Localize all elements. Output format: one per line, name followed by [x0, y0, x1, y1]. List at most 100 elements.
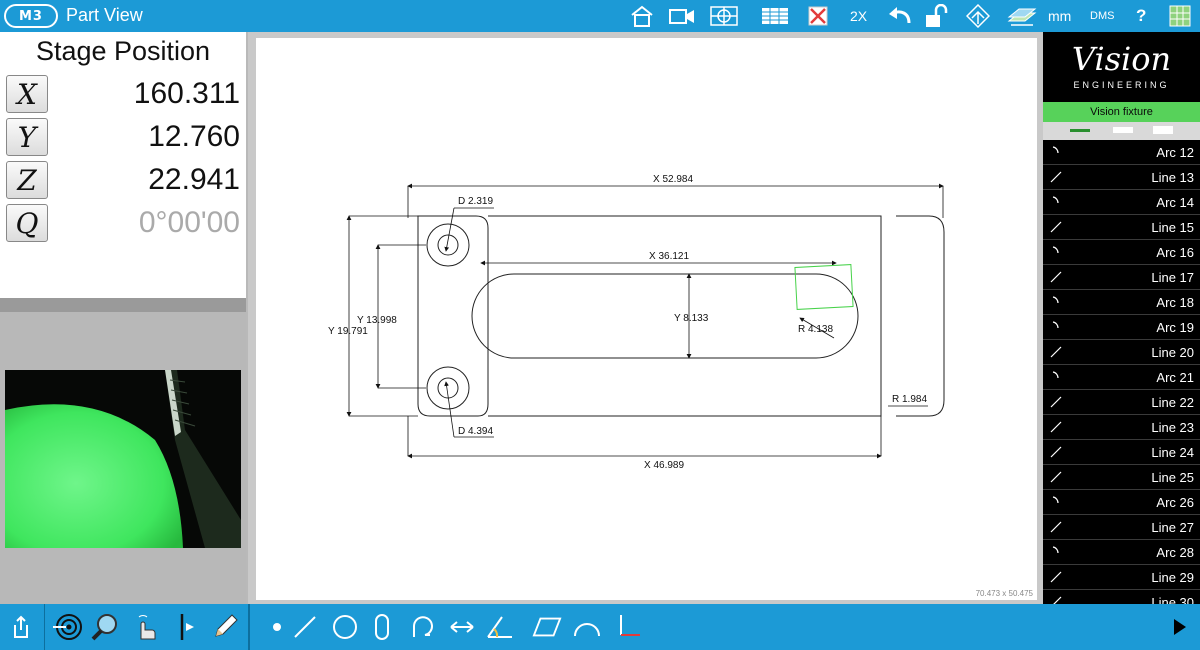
clear-icon[interactable]: [806, 4, 830, 28]
stage-position-title: Stage Position: [35, 36, 211, 66]
line-icon: [1049, 395, 1063, 409]
home-icon[interactable]: [628, 4, 656, 28]
point-tool-icon[interactable]: [262, 612, 292, 642]
pencil-icon[interactable]: [210, 612, 240, 642]
feature-panel: Vision ENGINEERING Vision fixture Arc 12…: [1043, 32, 1200, 604]
origin-tool-icon[interactable]: [612, 612, 642, 642]
dim-x-slot[interactable]: X 36.121: [649, 251, 689, 262]
feature-item[interactable]: Line 15: [1043, 215, 1200, 240]
line-icon: [1049, 220, 1063, 234]
part-drawing: X 52.984 X 46.989 X 36.121 Y 19.791 Y 13…: [328, 174, 945, 471]
report-table-icon[interactable]: [760, 4, 790, 28]
edge-tool-icon[interactable]: [170, 612, 200, 642]
feature-item[interactable]: Line 22: [1043, 390, 1200, 415]
axis-q-button[interactable]: Q: [6, 204, 48, 242]
line-icon: [1049, 420, 1063, 434]
feature-item-label: Arc 28: [1156, 545, 1194, 560]
video-camera-icon[interactable]: [667, 4, 697, 28]
dim-x-overall[interactable]: X 52.984: [653, 174, 693, 185]
stage-position-panel: Stage Position X 160.311 Y 12.760 Z 22.9…: [0, 32, 246, 298]
brand-logo: Vision ENGINEERING: [1043, 32, 1200, 102]
feature-item-label: Line 15: [1151, 220, 1194, 235]
feature-item[interactable]: Arc 16: [1043, 240, 1200, 265]
feature-view-tabs: [1043, 122, 1200, 140]
feature-item[interactable]: Line 30: [1043, 590, 1200, 604]
arch-tool-icon[interactable]: [572, 612, 602, 642]
app-logo[interactable]: M3: [4, 4, 58, 28]
export-icon[interactable]: [6, 612, 36, 642]
axis-q-value: 0°00'00: [138, 206, 240, 239]
feature-item[interactable]: Arc 19: [1043, 315, 1200, 340]
parallelogram-tool-icon[interactable]: [532, 612, 562, 642]
grid-icon[interactable]: [1168, 4, 1192, 28]
feature-item-label: Line 24: [1151, 445, 1194, 460]
axis-row-q: Q 0°00'00: [0, 204, 246, 244]
slot-tool-icon[interactable]: [367, 612, 397, 642]
datum-icon[interactable]: [965, 4, 991, 28]
selection-box[interactable]: [794, 264, 854, 310]
layers-icon[interactable]: [1006, 4, 1038, 28]
arc-icon: [1049, 245, 1063, 259]
play-icon[interactable]: [1164, 612, 1194, 642]
line-tool-icon[interactable]: [290, 612, 320, 642]
circle-tool-icon[interactable]: [330, 612, 360, 642]
feature-item[interactable]: Line 20: [1043, 340, 1200, 365]
zoom-level[interactable]: 2X: [850, 8, 868, 24]
dim-y-slot[interactable]: Y 8.133: [674, 313, 709, 324]
dim-r-corner[interactable]: R 1.984: [892, 394, 927, 405]
feature-item[interactable]: Line 29: [1043, 565, 1200, 590]
undo-icon[interactable]: [886, 4, 914, 28]
feature-item[interactable]: Line 13: [1043, 165, 1200, 190]
feature-item[interactable]: Arc 26: [1043, 490, 1200, 515]
feature-item[interactable]: Line 17: [1043, 265, 1200, 290]
dim-x-body[interactable]: X 46.989: [644, 460, 684, 471]
arc-icon: [1049, 545, 1063, 559]
tab-compact-view[interactable]: [1113, 127, 1133, 133]
distance-tool-icon[interactable]: [447, 612, 477, 642]
live-camera-view[interactable]: [5, 370, 241, 548]
feature-item[interactable]: Line 27: [1043, 515, 1200, 540]
line-icon: [1049, 345, 1063, 359]
feature-item-label: Line 13: [1151, 170, 1194, 185]
feature-item[interactable]: Arc 28: [1043, 540, 1200, 565]
part-view-frame: X 52.984 X 46.989 X 36.121 Y 19.791 Y 13…: [248, 32, 1043, 604]
angle-format-toggle[interactable]: DMS: [1090, 10, 1115, 22]
feature-item[interactable]: Line 23: [1043, 415, 1200, 440]
feature-item[interactable]: Arc 14: [1043, 190, 1200, 215]
magnifier-icon[interactable]: [90, 612, 120, 642]
tab-list-view[interactable]: [1070, 129, 1090, 132]
touch-probe-icon[interactable]: [130, 612, 160, 642]
units-toggle[interactable]: mm: [1048, 8, 1072, 24]
feature-item-label: Line 17: [1151, 270, 1194, 285]
axis-x-button[interactable]: X: [6, 75, 48, 113]
feature-item[interactable]: Arc 12: [1043, 140, 1200, 165]
dim-y-holes[interactable]: Y 13.998: [357, 315, 397, 326]
angle-tool-icon[interactable]: [485, 612, 515, 642]
feature-item-label: Line 23: [1151, 420, 1194, 435]
axis-row-y: Y 12.760: [0, 118, 246, 158]
arc-icon: [1049, 370, 1063, 384]
feature-item[interactable]: Line 24: [1043, 440, 1200, 465]
target-icon[interactable]: [52, 612, 82, 642]
toolbar-divider: [248, 604, 250, 650]
arc-tool-icon[interactable]: [407, 612, 437, 642]
line-icon: [1049, 570, 1063, 584]
axis-z-button[interactable]: Z: [6, 161, 48, 199]
tab-detail-view[interactable]: [1153, 126, 1173, 134]
crosshair-icon[interactable]: [708, 4, 740, 28]
dim-y-outer[interactable]: Y 19.791: [328, 326, 368, 337]
part-drawing-canvas[interactable]: X 52.984 X 46.989 X 36.121 Y 19.791 Y 13…: [256, 38, 1037, 600]
feature-item[interactable]: Line 25: [1043, 465, 1200, 490]
feature-item-label: Arc 16: [1156, 245, 1194, 260]
dim-d-bottom[interactable]: D 4.394: [458, 426, 493, 437]
feature-item[interactable]: Arc 21: [1043, 365, 1200, 390]
fixture-label[interactable]: Vision fixture: [1043, 102, 1200, 122]
toolbar-divider: [44, 604, 45, 650]
dim-d-top[interactable]: D 2.319: [458, 196, 493, 207]
help-button[interactable]: ?: [1136, 6, 1147, 25]
feature-item[interactable]: Arc 18: [1043, 290, 1200, 315]
unlock-icon[interactable]: [923, 4, 951, 28]
dim-r-slot[interactable]: R 4.138: [798, 324, 833, 335]
line-icon: [1049, 470, 1063, 484]
axis-y-button[interactable]: Y: [6, 118, 48, 156]
